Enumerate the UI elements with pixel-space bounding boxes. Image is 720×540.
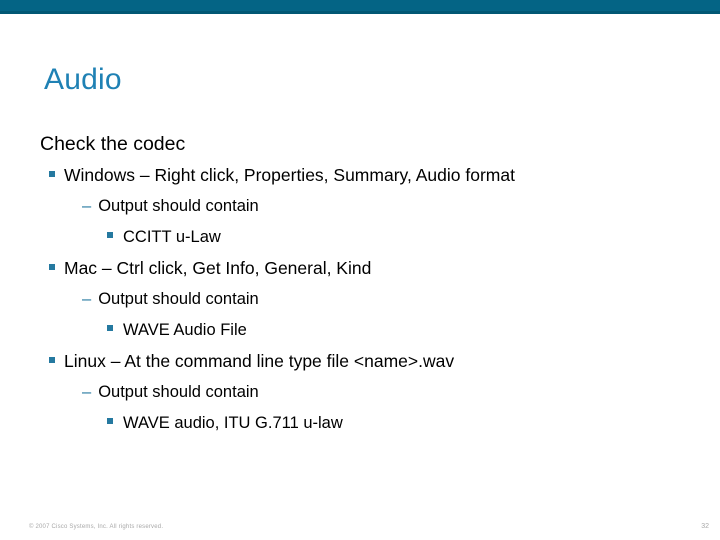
top-accent-rule [0,11,720,14]
body-heading-label: Check the codec [40,133,186,155]
square-bullet-icon [49,171,55,177]
bullet-item: Linux – At the command line type file <n… [40,346,680,377]
square-bullet-icon [49,357,55,363]
page-title: Audio [44,63,122,96]
bullet-item: – Output should contain [40,191,680,222]
bullet-label: Output should contain [98,290,259,308]
dash-bullet-icon: – [82,197,92,215]
footer-copyright: © 2007 Cisco Systems, Inc. All rights re… [29,524,164,530]
bullet-label: Linux – At the command line type file <n… [64,351,455,371]
bullet-item: – Output should contain [40,377,680,408]
bullet-label: WAVE Audio File [123,321,247,339]
square-bullet-icon [107,325,113,331]
bullet-item: Windows – Right click, Properties, Summa… [40,160,680,191]
bullet-item: Mac – Ctrl click, Get Info, General, Kin… [40,253,680,284]
bullet-label: Output should contain [98,383,259,401]
bullet-label: CCITT u-Law [123,228,221,246]
footer-page-number: 32 [701,523,709,530]
bullet-item: WAVE Audio File [40,315,680,346]
slide-body: Check the codec Windows – Right click, P… [40,129,680,439]
square-bullet-icon [107,232,113,238]
square-bullet-icon [49,264,55,270]
bullet-label: Output should contain [98,197,259,215]
bullet-label: WAVE audio, ITU G.711 u-law [123,414,343,432]
body-heading: Check the codec [40,129,680,160]
top-accent-band [0,0,720,11]
square-bullet-icon [107,418,113,424]
bullet-item: CCITT u-Law [40,222,680,253]
bullet-label: Mac – Ctrl click, Get Info, General, Kin… [64,258,372,278]
bullet-label: Windows – Right click, Properties, Summa… [64,165,515,185]
bullet-item: WAVE audio, ITU G.711 u-law [40,408,680,439]
dash-bullet-icon: – [82,383,92,401]
dash-bullet-icon: – [82,290,92,308]
top-accent-bar [0,0,720,14]
bullet-item: – Output should contain [40,284,680,315]
